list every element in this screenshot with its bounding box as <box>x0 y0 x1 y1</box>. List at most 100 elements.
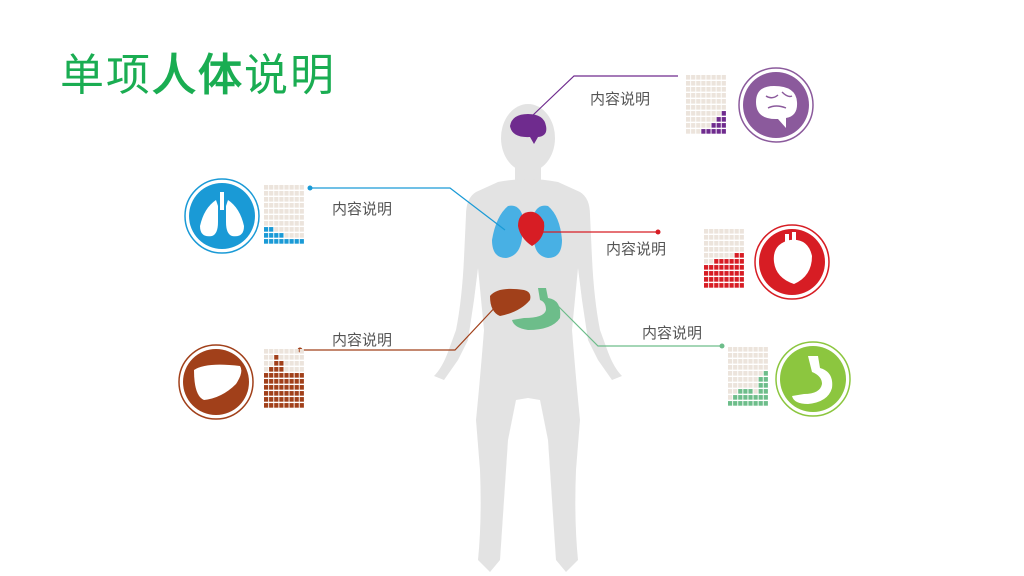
liver-bar-cell-filled <box>274 397 279 402</box>
lungs-bar-cell-filled <box>284 239 289 244</box>
liver-bar-cell-filled <box>279 379 284 384</box>
lungs-bar-cell-empty <box>269 209 274 214</box>
lungs-bar-cell-empty <box>289 191 294 196</box>
stomach-bar-cell-filled <box>758 401 763 406</box>
heart-bar-cell-empty <box>719 235 724 240</box>
liver-bar-cell-filled <box>279 373 284 378</box>
brain-bar-cell-empty <box>691 75 696 80</box>
stomach-bar-cell-filled <box>758 395 763 400</box>
lungs-bar-cell-empty <box>299 209 304 214</box>
lungs-bar-cell-empty <box>294 203 299 208</box>
heart-bar-cell-filled <box>724 277 729 282</box>
brain-bar-cell-empty <box>691 105 696 110</box>
liver-bar-cell-filled <box>294 373 299 378</box>
lungs-bar-cell-empty <box>289 215 294 220</box>
brain-bar-cell-empty <box>711 87 716 92</box>
stomach-bar-cell-filled <box>733 395 738 400</box>
lungs-bar-cell-empty <box>274 209 279 214</box>
heart-bar-cell-empty <box>704 235 709 240</box>
stomach-bar-cell-empty <box>733 389 738 394</box>
liver-label: 内容说明 <box>332 331 393 349</box>
brain-bar-cell-empty <box>696 81 701 86</box>
stomach-bar-cell-empty <box>753 353 758 358</box>
stomach-bar-cell-filled <box>763 377 768 382</box>
heart-bar-cell-empty <box>704 241 709 246</box>
heart-bar-cell-empty <box>729 235 734 240</box>
heart-bar-cell-filled <box>704 283 709 288</box>
stomach-bar-cell-empty <box>728 371 733 376</box>
brain-organ <box>510 114 547 144</box>
stomach-bar-cell-empty <box>728 347 733 352</box>
stomach-bar-cell-empty <box>758 371 763 376</box>
brain-bar-cell-empty <box>701 99 706 104</box>
brain-bar-cell-empty <box>716 105 721 110</box>
liver-bar-cell-filled <box>269 391 274 396</box>
stomach-bar-cell-empty <box>743 383 748 388</box>
heart-bar-cell-empty <box>709 253 714 258</box>
liver-bar-cell-empty <box>269 349 274 354</box>
liver-bar-cell-empty <box>284 349 289 354</box>
brain-bar-cell-empty <box>721 93 726 98</box>
title-part-1: 单项 <box>60 50 152 101</box>
brain-bar-cell-filled <box>721 117 726 122</box>
heart-bar-cell-empty <box>729 253 734 258</box>
heart-bar-cell-filled <box>714 283 719 288</box>
heart-bar-cell-empty <box>734 241 739 246</box>
liver-bar-cell-filled <box>294 385 299 390</box>
brain-bar-cell-empty <box>716 93 721 98</box>
brain-bar-cell-empty <box>696 123 701 128</box>
heart-bar-cell-empty <box>734 247 739 252</box>
liver-bar-cell-filled <box>284 385 289 390</box>
liver-bar-cell-filled <box>274 361 279 366</box>
heart-bar-cell-filled <box>729 265 734 270</box>
heart-bar-cell-empty <box>709 241 714 246</box>
stomach-bar-cell-filled <box>763 383 768 388</box>
stomach-bar-cell-empty <box>753 347 758 352</box>
stomach-bar-cell-filled <box>738 389 743 394</box>
lungs-bar-cell-empty <box>289 197 294 202</box>
heart-bar-cell-filled <box>729 277 734 282</box>
heart-bar-cell-filled <box>734 283 739 288</box>
liver-bar-cell-empty <box>264 361 269 366</box>
stomach-organ <box>512 288 561 330</box>
lungs-bar-cell-empty <box>284 203 289 208</box>
stomach-bar-cell-empty <box>738 353 743 358</box>
lungs-bar-cell-empty <box>264 197 269 202</box>
stomach-bar-grid <box>728 347 768 406</box>
liver-bar-cell-filled <box>289 403 294 408</box>
liver-bar-cell-empty <box>279 349 284 354</box>
lungs-connector <box>307 185 506 231</box>
liver-bar-cell-empty <box>299 355 304 360</box>
brain-bar-cell-empty <box>686 75 691 80</box>
liver-bar-cell-filled <box>284 379 289 384</box>
heart-bar-cell-empty <box>714 247 719 252</box>
brain-bar-cell-empty <box>721 81 726 86</box>
liver-bar-cell-filled <box>294 403 299 408</box>
heart-icon-circle <box>754 224 830 300</box>
brain-bar-cell-filled <box>716 117 721 122</box>
heart-bar-cell-empty <box>739 241 744 246</box>
lungs-bar-cell-filled <box>264 239 269 244</box>
heart-bar-cell-empty <box>714 229 719 234</box>
brain-bar-grid <box>686 75 726 134</box>
stomach-bar-cell-filled <box>763 389 768 394</box>
brain-bar-cell-empty <box>721 75 726 80</box>
heart-bar-cell-empty <box>709 247 714 252</box>
heart-bar-cell-empty <box>714 235 719 240</box>
stomach-bar-cell-filled <box>758 383 763 388</box>
lungs-bar-cell-filled <box>279 239 284 244</box>
heart-bar-cell-filled <box>724 271 729 276</box>
stomach-bar-cell-filled <box>743 395 748 400</box>
liver-bar-cell-filled <box>299 373 304 378</box>
lungs-bar-cell-empty <box>274 197 279 202</box>
brain-bar-cell-empty <box>721 99 726 104</box>
stomach-bar-cell-empty <box>738 371 743 376</box>
lungs-bar-cell-empty <box>284 191 289 196</box>
stomach-bar-cell-empty <box>748 359 753 364</box>
lungs-bar-cell-empty <box>269 197 274 202</box>
heart-bar-cell-filled <box>734 271 739 276</box>
brain-bar-cell-empty <box>711 75 716 80</box>
brain-bar-cell-empty <box>706 93 711 98</box>
brain-bar-cell-empty <box>716 111 721 116</box>
